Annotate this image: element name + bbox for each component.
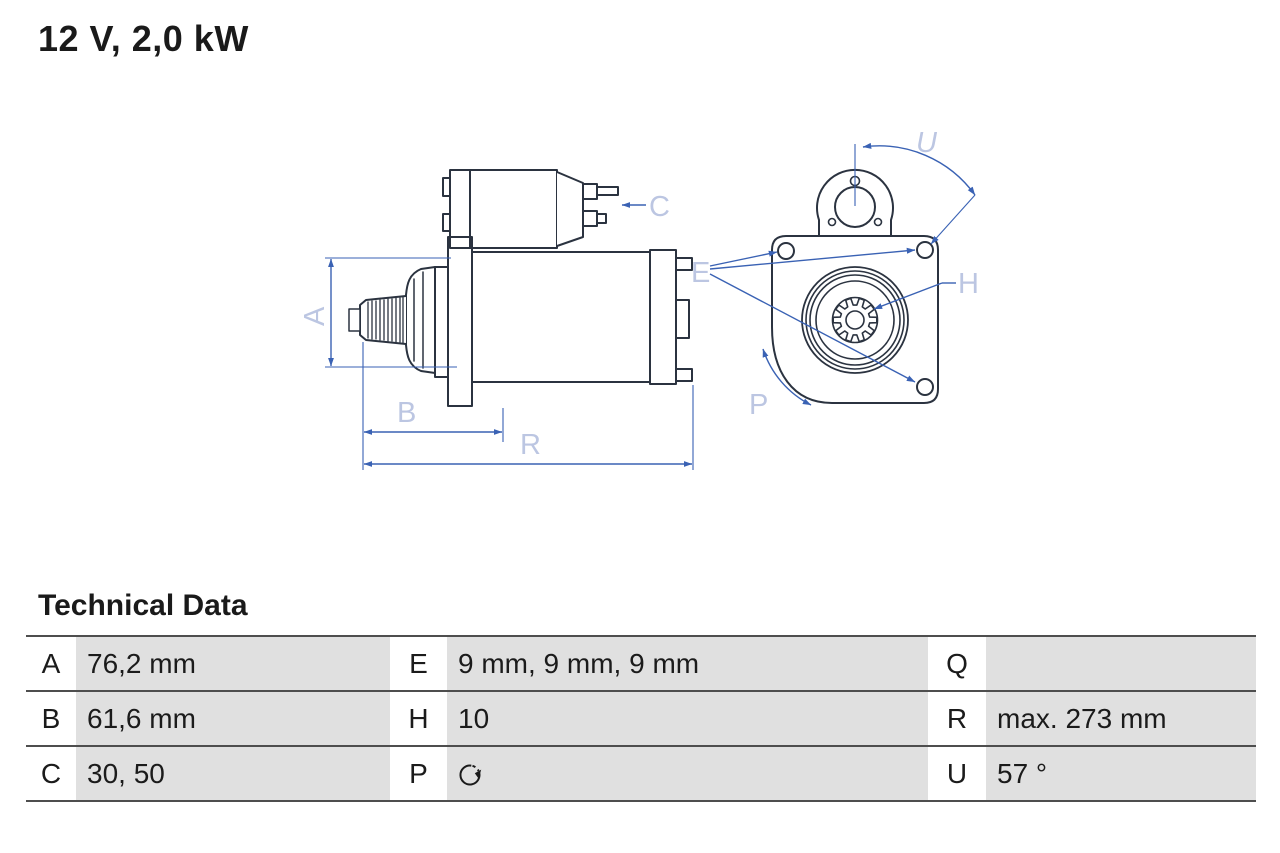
dimension-labels: A B R C E H U P	[299, 127, 979, 461]
dim-label-p: P	[749, 389, 768, 421]
technical-data-table: A 76,2 mm E 9 mm, 9 mm, 9 mm Q B 61,6 mm…	[26, 635, 1256, 802]
pinion-teeth-hatch	[367, 296, 404, 344]
dim-label-h: H	[958, 268, 979, 300]
spec-value-u: 57 °	[986, 747, 1256, 800]
dim-label-a: A	[299, 306, 331, 326]
technical-data-section: Technical Data A 76,2 mm E 9 mm, 9 mm, 9…	[26, 588, 1256, 802]
dim-label-u: U	[916, 127, 938, 159]
dimension-lines	[325, 142, 976, 470]
spec-key-u: U	[928, 747, 986, 800]
rotation-direction-icon	[459, 764, 482, 785]
spec-value-e: 9 mm, 9 mm, 9 mm	[447, 637, 928, 690]
table-row: C 30, 50 P U 57 °	[26, 747, 1256, 802]
pinion-gear	[832, 297, 878, 343]
dimension-P	[762, 348, 812, 406]
spec-key-c: C	[26, 747, 76, 800]
spec-value-h: 10	[447, 692, 928, 745]
spec-value-a: 76,2 mm	[76, 637, 390, 690]
spec-key-p: P	[390, 747, 447, 800]
dimension-A	[325, 257, 457, 368]
spec-key-e: E	[390, 637, 447, 690]
side-view	[348, 169, 693, 407]
spec-key-h: H	[390, 692, 447, 745]
spec-value-r: max. 273 mm	[986, 692, 1256, 745]
table-row: A 76,2 mm E 9 mm, 9 mm, 9 mm Q	[26, 637, 1256, 692]
dimension-R	[363, 385, 694, 470]
leader-H	[873, 282, 956, 310]
dim-label-b: B	[397, 397, 416, 429]
technical-data-heading: Technical Data	[38, 589, 248, 622]
technical-drawing: A B R C E H U P	[299, 127, 979, 470]
dim-label-r: R	[520, 429, 541, 461]
dimension-U	[854, 142, 976, 245]
spec-key-b: B	[26, 692, 76, 745]
spec-value-q	[986, 637, 1256, 690]
page-title: 12 V, 2,0 kW	[38, 18, 249, 59]
dimension-B	[362, 342, 504, 470]
leader-E	[709, 247, 916, 383]
starter-motor-drawing: A B R C E H U P	[299, 127, 979, 470]
spec-key-q: Q	[928, 637, 986, 690]
spec-value-p	[447, 747, 928, 800]
spec-value-c: 30, 50	[76, 747, 390, 800]
dim-label-c: C	[649, 191, 670, 223]
table-row: B 61,6 mm H 10 R max. 273 mm	[26, 692, 1256, 747]
spec-value-b: 61,6 mm	[76, 692, 390, 745]
dim-label-e: E	[691, 257, 710, 289]
spec-key-r: R	[928, 692, 986, 745]
spec-key-a: A	[26, 637, 76, 690]
